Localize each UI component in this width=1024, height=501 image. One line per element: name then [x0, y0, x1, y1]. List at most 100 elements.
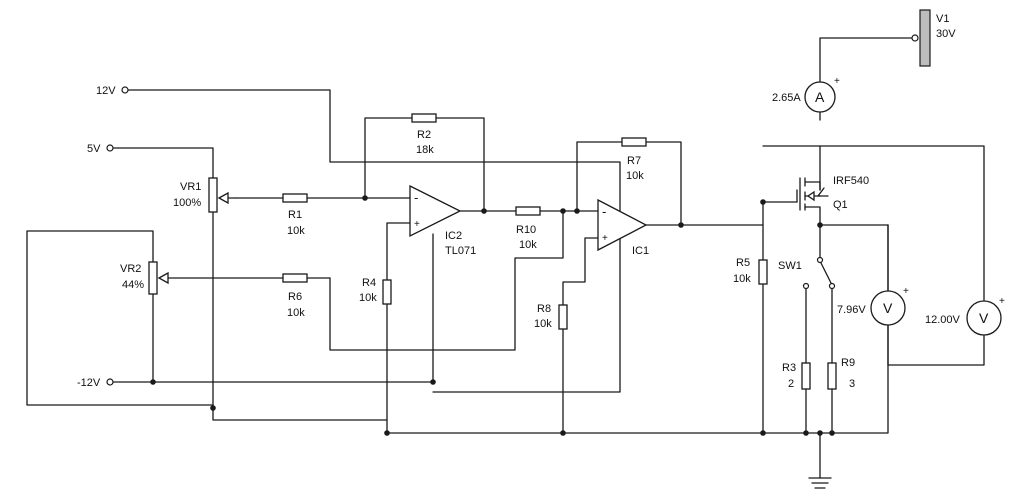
- mosfet-arrow-icon: [806, 190, 815, 202]
- junction-dot: [829, 430, 835, 436]
- resistor-r10-value: 10k: [519, 239, 537, 251]
- junction-dot: [803, 430, 809, 436]
- opamp-ic2-part: TL071: [445, 245, 476, 257]
- mosfet-q1-name: Q1: [833, 199, 848, 211]
- resistor-r2-value: 18k: [416, 144, 434, 156]
- resistor-r2-name: R2: [417, 129, 431, 141]
- resistor-body: [282, 273, 308, 283]
- wiper-arrow-icon: [217, 191, 229, 205]
- terminal-neg12v: -12V: [77, 377, 114, 389]
- resistor-body: [515, 206, 541, 216]
- terminal-v1: [911, 34, 919, 42]
- junction-dot: [430, 379, 436, 385]
- potentiometer-body: [148, 261, 158, 295]
- opamp-ic2-name: IC2: [445, 230, 462, 242]
- resistor-r10-name: R10: [516, 224, 536, 236]
- junction-dot: [678, 222, 684, 228]
- resistor-body: [558, 304, 568, 330]
- junction-dot: [760, 199, 766, 205]
- resistor-body: [827, 362, 837, 390]
- resistor-r9: R9 3: [827, 357, 855, 390]
- resistor-r5-name: R5: [736, 257, 750, 269]
- opamp-ic1: - + IC1: [597, 198, 649, 257]
- source-v1-value: 30V: [936, 28, 956, 40]
- opamp-ic1-minus: -: [602, 204, 606, 219]
- resistor-r3-value: 2: [788, 378, 794, 390]
- resistor-r6-name: R6: [288, 291, 302, 303]
- ground-symbol-icon: [808, 477, 832, 489]
- junction-dot: [560, 208, 566, 214]
- resistor-r9-name: R9: [841, 357, 855, 369]
- potentiometer-vr1: VR1 100%: [173, 177, 237, 213]
- terminal-circle: [121, 86, 129, 94]
- switch-sw1-name: SW1: [778, 260, 802, 272]
- voltmeter-1-plus: +: [903, 286, 909, 297]
- voltmeter-2-reading: 12.00V: [925, 314, 961, 326]
- potentiometer-vr2: VR2 44%: [120, 261, 169, 295]
- junction-dot: [760, 430, 766, 436]
- terminal-12v: 12V: [96, 85, 129, 97]
- junction-dot: [362, 195, 368, 201]
- terminal-circle: [911, 34, 919, 42]
- junction-dot: [481, 208, 487, 214]
- opamp-triangle-icon: [597, 198, 648, 252]
- potentiometer-vr1-value: 100%: [173, 197, 201, 209]
- switch-contact: [802, 282, 810, 290]
- voltmeter-2-symbol: V: [979, 310, 989, 326]
- resistor-r5-value: 10k: [733, 273, 751, 285]
- junction-dot: [560, 430, 566, 436]
- resistor-body: [621, 137, 647, 147]
- resistor-body: [801, 362, 811, 390]
- resistor-body: [758, 259, 768, 285]
- junction-dot: [817, 430, 823, 436]
- resistor-r3: R3 2: [782, 362, 811, 390]
- resistor-r5: R5 10k: [733, 257, 768, 285]
- resistor-r3-name: R3: [782, 362, 796, 374]
- resistor-body: [411, 113, 437, 123]
- junction-dot: [150, 379, 156, 385]
- junction-dot: [210, 405, 216, 411]
- voltmeter-circle-icon: [966, 300, 1002, 336]
- terminal-5v-label: 5V: [87, 143, 101, 155]
- resistor-r1: R1 10k: [282, 193, 308, 237]
- terminal-circle: [106, 378, 114, 386]
- terminal-circle: [106, 144, 114, 152]
- ammeter-symbol: A: [815, 89, 825, 105]
- voltmeter-2-plus: +: [999, 296, 1005, 307]
- terminal-12v-label: 12V: [96, 85, 116, 97]
- wiper-arrow-icon: [157, 271, 169, 285]
- ammeter-circle-icon: [804, 81, 836, 113]
- switch-blade-icon: [820, 262, 832, 284]
- resistor-r8: R8 10k: [534, 303, 568, 330]
- ammeter-reading: 2.65A: [772, 92, 801, 104]
- terminal-neg12v-label: -12V: [77, 377, 101, 389]
- switch-sw1: SW1: [778, 256, 836, 290]
- resistor-body: [382, 279, 392, 305]
- resistor-r10: R10 10k: [515, 206, 541, 251]
- potentiometer-vr1-name: VR1: [180, 181, 201, 193]
- junction-dot: [817, 222, 823, 228]
- resistor-r9-value: 3: [849, 378, 855, 390]
- resistor-r4-value: 10k: [359, 292, 377, 304]
- ammeter-plus: +: [834, 76, 840, 87]
- resistor-r1-value: 10k: [287, 225, 305, 237]
- junction-dots: [150, 195, 835, 436]
- source-v1-body-icon: [919, 9, 931, 67]
- potentiometer-body: [208, 177, 218, 213]
- wires: [26, 37, 985, 479]
- resistor-r6: R6 10k: [282, 273, 308, 319]
- potentiometer-vr2-value: 44%: [122, 279, 144, 291]
- resistor-r7: R7 10k: [621, 137, 647, 182]
- opamp-triangle-icon: [409, 184, 462, 238]
- resistor-r6-value: 10k: [287, 307, 305, 319]
- resistor-r7-name: R7: [627, 155, 641, 167]
- resistor-r8-name: R8: [537, 303, 551, 315]
- potentiometer-vr2-name: VR2: [120, 263, 141, 275]
- resistor-r8-value: 10k: [534, 318, 552, 330]
- opamp-ic2-minus: -: [414, 190, 418, 205]
- terminal-5v: 5V: [87, 143, 114, 155]
- switch-contact: [828, 282, 836, 290]
- ammeter: A + 2.65A: [772, 76, 840, 113]
- resistor-r1-name: R1: [288, 209, 302, 221]
